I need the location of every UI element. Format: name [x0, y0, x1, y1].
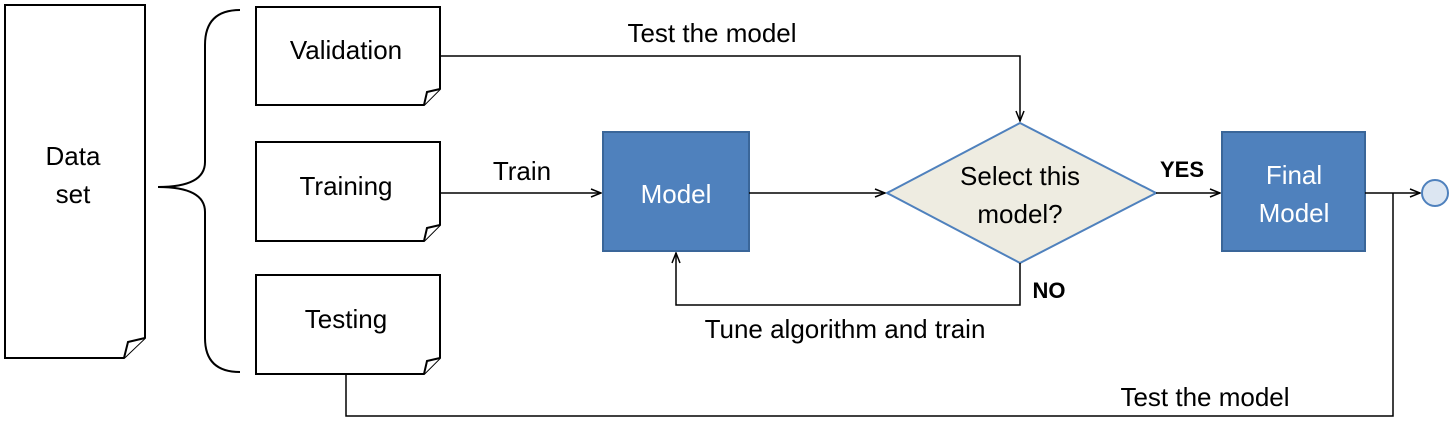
testing-label: Testing — [305, 304, 387, 334]
final-model-label-line1: Final — [1266, 160, 1322, 190]
test-the-model-bottom-label: Test the model — [1120, 382, 1289, 412]
final-model-label-line2: Model — [1259, 198, 1330, 228]
testing-document: Testing — [255, 274, 441, 375]
decision-label-line2: model? — [977, 199, 1062, 229]
dataset-label-line1: Data — [46, 141, 101, 171]
testing-test-line — [345, 193, 1394, 417]
decision-diamond: Select this model? — [884, 121, 1159, 265]
yes-label: YES — [1160, 157, 1204, 182]
validation-test-arrow — [440, 55, 1020, 121]
dataset-label-line2: set — [56, 179, 91, 209]
split-brace — [157, 9, 241, 373]
training-label: Training — [300, 171, 393, 201]
decision-label-line1: Select this — [960, 161, 1080, 191]
end-terminal — [1421, 179, 1449, 207]
test-the-model-top-label: Test the model — [627, 18, 796, 48]
model-box: Model — [602, 131, 750, 252]
training-document: Training — [255, 141, 441, 242]
tune-algorithm-label: Tune algorithm and train — [705, 314, 986, 344]
validation-document: Validation — [255, 6, 441, 106]
no-label: NO — [1033, 278, 1066, 303]
model-label: Model — [641, 179, 712, 209]
final-model-box: Final Model — [1221, 131, 1366, 252]
tune-loop-arrow — [676, 253, 1021, 306]
train-label: Train — [493, 156, 551, 186]
dataset-document: Data set — [4, 4, 146, 359]
validation-label: Validation — [290, 35, 402, 65]
